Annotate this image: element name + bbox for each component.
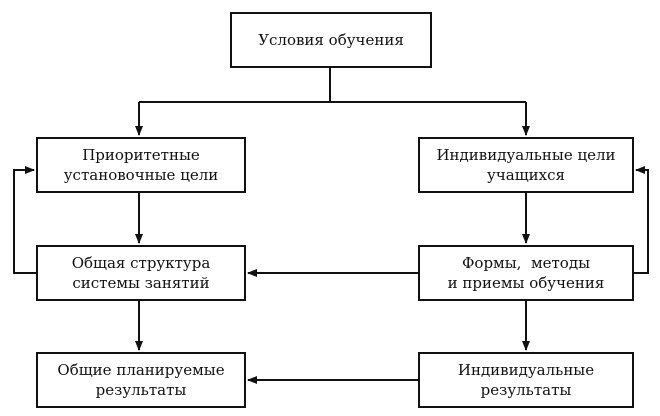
node-label-line1: Индивидуальные: [457, 361, 595, 379]
node-learning-conditions: Условия обучения: [230, 12, 432, 68]
node-label-line2: результаты: [95, 381, 187, 399]
feedback-forms-to-indiv: [634, 166, 649, 274]
node-label-line2: учащихся: [487, 166, 565, 184]
node-individual-goals: Индивидуальные цели учащихся: [418, 137, 634, 193]
node-priority-goals: Приоритетные установочные цели: [36, 137, 246, 193]
node-forms-methods: Формы, методы и приемы обучения: [418, 245, 634, 301]
node-general-results: Общие планируемые результаты: [36, 352, 246, 408]
node-label-line1: Общая структура: [71, 254, 211, 272]
node-label-line2: установочные цели: [63, 166, 219, 184]
node-label-line1: Формы, методы: [461, 254, 591, 272]
node-label-line2: системы занятий: [72, 274, 210, 292]
node-individual-results: Индивидуальные результаты: [418, 352, 634, 408]
feedback-struct-to-prio: [13, 166, 36, 274]
node-label-line1: Общие планируемые: [57, 361, 225, 379]
node-label-line1: Индивидуальные цели: [436, 146, 616, 164]
node-label: Условия обучения: [258, 31, 404, 49]
node-label-line2: и приемы обучения: [447, 274, 605, 292]
node-label-line1: Приоритетные: [82, 146, 200, 164]
node-label-line2: результаты: [480, 381, 572, 399]
node-lesson-structure: Общая структура системы занятий: [36, 245, 246, 301]
